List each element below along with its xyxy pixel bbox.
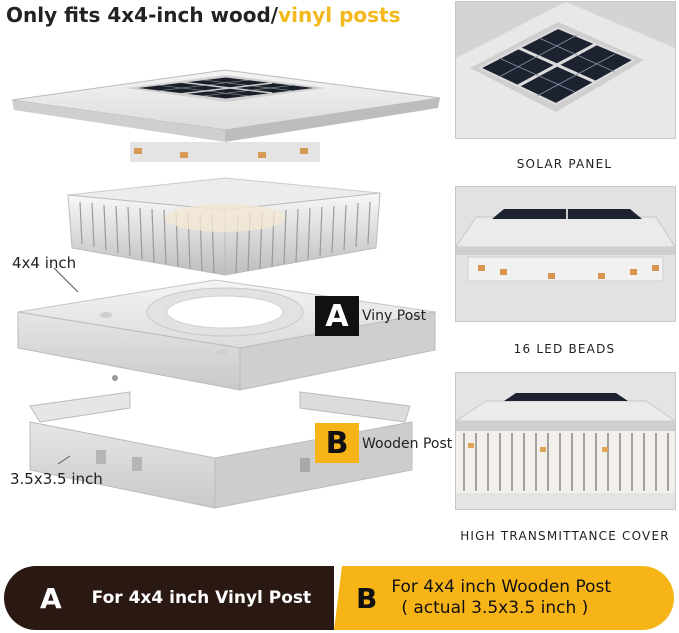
solar-panel-detail (455, 1, 676, 139)
wooden-post-frame (29, 391, 413, 509)
led-beads-closeup (456, 187, 675, 321)
panel-caption-cover: HIGH TRANSMITTANCE COVER (460, 529, 670, 543)
title-prefix: Only fits 4x4-inch wood/ (6, 3, 279, 27)
badge-a: A (315, 296, 359, 336)
option-b-text: For 4x4 inch Wooden Post ( actual 3.5x3.… (391, 577, 611, 619)
led-beads-detail (455, 186, 676, 322)
title-highlight: vinyl posts (278, 3, 401, 27)
badge-a-label: Viny Post (362, 308, 427, 324)
option-a-letter: A (40, 581, 62, 615)
solar-panel-cells (133, 76, 319, 100)
option-a-text: For 4x4 inch Vinyl Post (92, 588, 311, 608)
wooden-post-option: B For 4x4 inch Wooden Post ( actual 3.5x… (334, 566, 674, 630)
option-a-text-prefix: For 4x4 inch (91, 588, 216, 608)
page-title: Only fits 4x4-inch wood/vinyl posts (6, 3, 401, 27)
option-b-line2: ( actual 3.5x3.5 inch ) (401, 598, 589, 618)
panel-caption-led: 16 LED BEADS (513, 342, 616, 356)
vinyl-post-option: A For 4x4 inch Vinyl Post (4, 566, 334, 630)
cover-detail (455, 372, 676, 510)
inner-dimension-label: 3.5x3.5 inch (10, 470, 103, 488)
panel-caption-solar: SOLAR PANEL (516, 157, 613, 171)
badge-b: B (315, 423, 359, 463)
badge-b-label: Wooden Post (362, 436, 453, 452)
post-compatibility-bar: A For 4x4 inch Vinyl Post B For 4x4 inch… (4, 566, 674, 630)
cover-closeup (456, 373, 675, 509)
exploded-product-illustration (11, 69, 441, 509)
solar-panel-closeup (456, 2, 675, 138)
option-a-text-bold: Vinyl Post (215, 588, 312, 608)
solar-cap (11, 69, 441, 162)
outer-dimension-label: 4x4 inch (12, 254, 77, 272)
inner-dimension-leader (57, 455, 71, 465)
option-b-line1: For 4x4 inch Wooden Post (391, 577, 612, 597)
transparent-cover (67, 177, 381, 276)
option-b-letter: B (356, 581, 378, 615)
vinyl-post-base (17, 279, 436, 391)
outer-dimension-leader (53, 267, 79, 293)
